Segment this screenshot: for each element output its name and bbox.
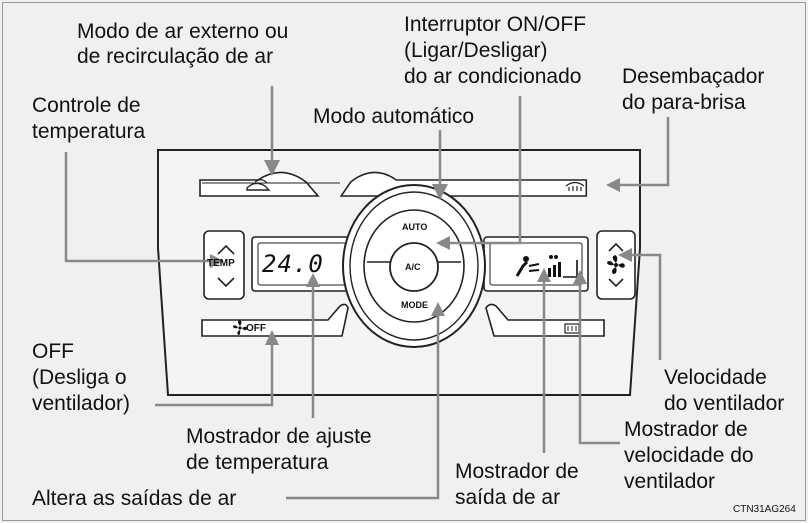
- label-outlet-display-1: Mostrador de: [455, 460, 579, 483]
- leader-ac: [450, 96, 522, 245]
- label-fan-off-1: OFF: [32, 340, 74, 363]
- label-recirc-1: Modo de ar externo ou: [77, 20, 289, 43]
- recirculation-icon: [246, 179, 271, 191]
- label-defroster-2: do para-brisa: [622, 91, 746, 114]
- label-fan-off-3: ventilador): [32, 392, 131, 415]
- ac-button-label: A/C: [405, 262, 421, 272]
- image-code: CTN31AG264: [733, 504, 796, 515]
- label-auto-mode: Modo automático: [313, 105, 475, 128]
- label-ac-2: (Ligar/Desligar): [404, 39, 548, 62]
- label-temp-control-1: Controle de: [32, 94, 141, 117]
- temp-button-label: TEMP: [207, 258, 235, 269]
- label-temp-control-2: temperatura: [32, 120, 146, 143]
- leader-mode: [286, 316, 440, 500]
- leader-fan-speed: [632, 253, 662, 360]
- label-temp-display-2: de temperatura: [186, 451, 329, 474]
- label-ac-3: do ar condicionado: [404, 65, 582, 88]
- leader-defroster: [620, 117, 670, 187]
- temp-display-frame: [251, 236, 353, 292]
- off-button-label: OFF: [246, 323, 266, 334]
- label-temp-display-1: Mostrador de ajuste: [186, 425, 372, 448]
- label-fan-speed-2: do ventilador: [664, 392, 785, 415]
- auto-button-label: AUTO: [402, 222, 428, 232]
- defroster-icon: [565, 181, 585, 191]
- label-fan-off-2: (Desliga o: [32, 366, 127, 389]
- leader-fan-off: [155, 345, 274, 407]
- mode-button-label: MODE: [401, 300, 428, 310]
- leader-temp-control: [64, 152, 210, 263]
- label-outlet-display-2: saída de ar: [455, 486, 561, 509]
- fan-off-icon: [233, 320, 247, 335]
- label-ac-1: Interruptor ON/OFF: [404, 13, 587, 36]
- temp-rocker: [203, 230, 245, 300]
- air-outlet-icon: [515, 256, 540, 277]
- central-dial: [342, 184, 486, 348]
- label-fan-speed-display-1: Mostrador de: [624, 418, 748, 441]
- temp-display-value: 24.0: [262, 250, 324, 278]
- label-recirc-2: de recirculação de ar: [77, 45, 274, 68]
- fan-icon: [607, 255, 625, 274]
- label-mode-change: Altera as saídas de ar: [32, 487, 237, 510]
- leader-lines: [64, 86, 670, 500]
- label-fan-speed-display-3: ventilador: [624, 470, 716, 493]
- leader-fan-speed-display: [578, 284, 620, 445]
- label-fan-speed-display-2: velocidade do: [624, 444, 754, 467]
- label-fan-speed-1: Velocidade: [664, 366, 767, 389]
- leader-arrowheads: [210, 160, 632, 345]
- label-defroster-1: Desembaçador: [622, 65, 765, 88]
